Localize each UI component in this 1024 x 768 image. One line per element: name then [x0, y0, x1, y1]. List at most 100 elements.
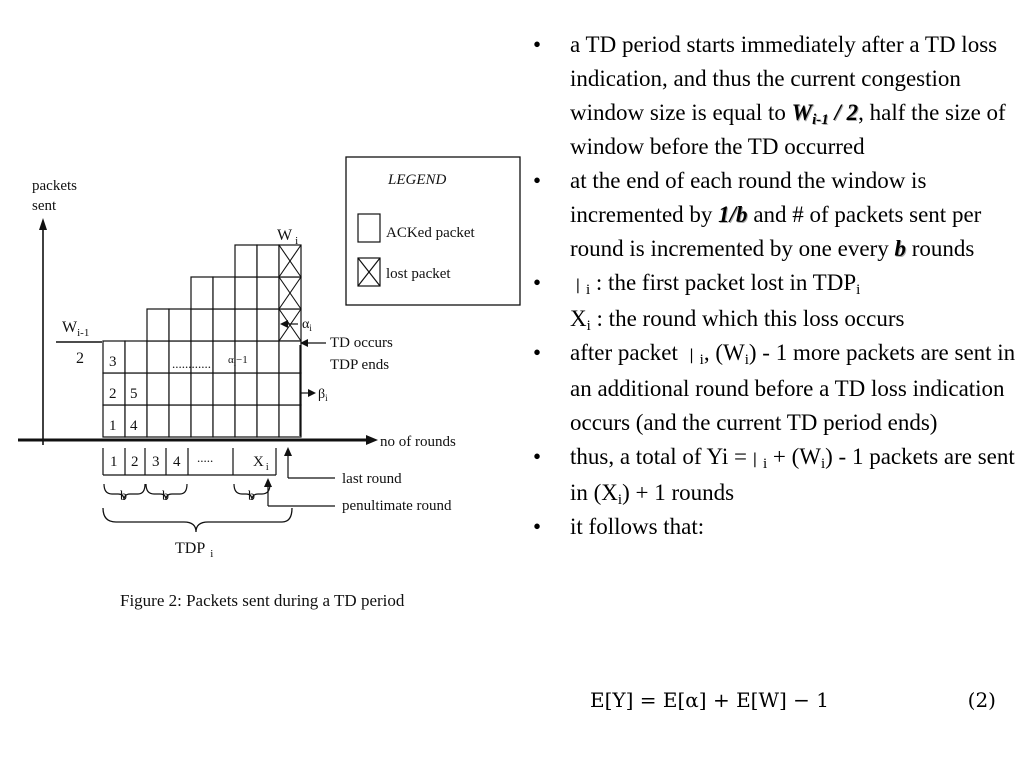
acked-packet-cell	[256, 372, 280, 406]
acked-packet-cell	[256, 340, 280, 374]
alpha-glyph: ∣	[687, 346, 696, 364]
td-occurs-arrow	[300, 339, 308, 347]
x-axis-arrow	[366, 435, 378, 445]
emphasis-increment: 1/b	[718, 202, 748, 227]
last-round-arrow-head	[284, 447, 292, 456]
legend-acked-label: ACKed packet	[386, 225, 476, 241]
cell-label: 2	[109, 386, 117, 402]
emphasis-window: Wi-1 / 2	[791, 100, 859, 128]
acked-packet-cell	[146, 372, 170, 406]
y-axis-label-2: sent	[32, 198, 57, 214]
round-label: 2	[131, 454, 139, 470]
penultimate-arrow-head	[264, 478, 272, 487]
x-axis-label: no of rounds	[380, 434, 456, 450]
acked-packet-cell	[212, 308, 236, 342]
y-axis-arrow	[39, 218, 47, 230]
acked-packet-cell	[278, 340, 302, 374]
last-round-label: last round	[342, 471, 402, 487]
alpha-minus-1-label: αi−1	[228, 354, 248, 368]
acked-packet-cell	[190, 276, 214, 310]
round-label: 3	[152, 454, 160, 470]
packet-grid	[102, 244, 302, 438]
legend-lost-cross	[357, 257, 381, 287]
bullet-text: : the round which this loss occurs	[590, 306, 905, 331]
lost-packet-cross	[278, 244, 302, 278]
legend-lost-label: lost packet	[386, 266, 451, 282]
bullet-text: , half the size of window before the TD …	[570, 100, 1006, 159]
acked-packet-cell	[234, 404, 258, 438]
tdp-ends-label: TDP ends	[330, 357, 389, 373]
lost-packet-cross	[278, 308, 302, 342]
bullet-text: it follows that:	[570, 514, 705, 539]
rounds-row	[102, 448, 277, 476]
acked-packet-cell	[234, 276, 258, 310]
bullet-text: and # of packets sent per round is incre…	[570, 202, 982, 261]
round-label: 4	[173, 454, 181, 470]
bullet-item: a TD period starts immediately after a T…	[533, 28, 1019, 164]
cell-label: 5	[130, 386, 138, 402]
acked-packet-cell	[146, 308, 170, 342]
alpha-pointer-arrow	[280, 320, 288, 328]
bullet-text: a TD period starts immediately after a T…	[570, 32, 998, 125]
acked-packet-cell	[256, 244, 280, 278]
acked-packet-cell	[212, 404, 236, 438]
round-dots: .....	[197, 450, 213, 465]
acked-packet-cell	[168, 308, 192, 342]
td-period-figure: packets sent no of rounds Wi-1 2 3 2 1 5…	[18, 156, 521, 610]
legend-title: LEGEND	[387, 172, 447, 188]
b-label: b	[120, 489, 127, 504]
y-axis-label-1: packets	[32, 178, 77, 194]
acked-packet-cell	[146, 404, 170, 438]
bullet-text: rounds	[905, 236, 975, 261]
b-brace	[103, 483, 146, 501]
bullet-text: after packet	[570, 340, 684, 365]
cell-label: 1	[109, 418, 117, 434]
cell-label: 4	[130, 418, 138, 434]
b-label: b	[248, 489, 255, 504]
acked-packet-cell	[146, 340, 170, 374]
legend-acked-swatch	[357, 213, 381, 243]
bullet-item: it follows that:	[533, 510, 1019, 544]
cell-label: 3	[109, 354, 117, 370]
round-label: 1	[110, 454, 118, 470]
acked-packet-cell	[234, 372, 258, 406]
acked-packet-cell	[256, 276, 280, 310]
bullet-text: ) + 1 rounds	[622, 480, 735, 505]
beta-arrow	[308, 389, 316, 397]
acked-packet-cell	[256, 404, 280, 438]
bullet-text: : the first packet lost in TDP	[590, 270, 857, 295]
row-dots: ............	[172, 356, 211, 371]
equation-number: (2)	[967, 688, 996, 712]
b-brace	[233, 483, 271, 501]
lost-packet-cross	[278, 276, 302, 310]
acked-packet-cell	[124, 340, 148, 374]
acked-packet-cell	[168, 372, 192, 406]
acked-packet-cell	[234, 308, 258, 342]
acked-packet-cell	[278, 404, 302, 438]
alpha-glyph: ∣	[751, 450, 759, 468]
alpha-i-label: αi	[302, 317, 312, 333]
emphasis-b: b	[894, 236, 906, 261]
equation-2: E[Y] = E[α] + E[W] − 1 (2)	[590, 688, 1010, 722]
bullet-text: at the end of each round the window is i…	[570, 168, 927, 227]
acked-packet-cell	[190, 404, 214, 438]
acked-packet-cell	[190, 372, 214, 406]
beta-i-label: βi	[318, 387, 328, 403]
acked-packet-cell	[168, 404, 192, 438]
w-prev-label: Wi-1	[62, 319, 89, 339]
bullet-item: after packet ∣i, (Wi) - 1 more packets a…	[533, 336, 1019, 440]
bullet-text: thus, a total of Yi =	[570, 444, 747, 469]
acked-packet-cell	[278, 372, 302, 406]
acked-packet-cell	[190, 308, 214, 342]
bullet-item: thus, a total of Yi =∣i + (Wi) - 1 packe…	[533, 440, 1019, 510]
tdp-brace	[102, 507, 293, 533]
b-label: b	[162, 489, 169, 504]
equation-text: E[Y] = E[α] + E[W] − 1	[590, 688, 830, 712]
bullet-item: at the end of each round the window is i…	[533, 164, 1019, 266]
acked-packet-cell	[212, 372, 236, 406]
acked-packet-cell	[212, 276, 236, 310]
